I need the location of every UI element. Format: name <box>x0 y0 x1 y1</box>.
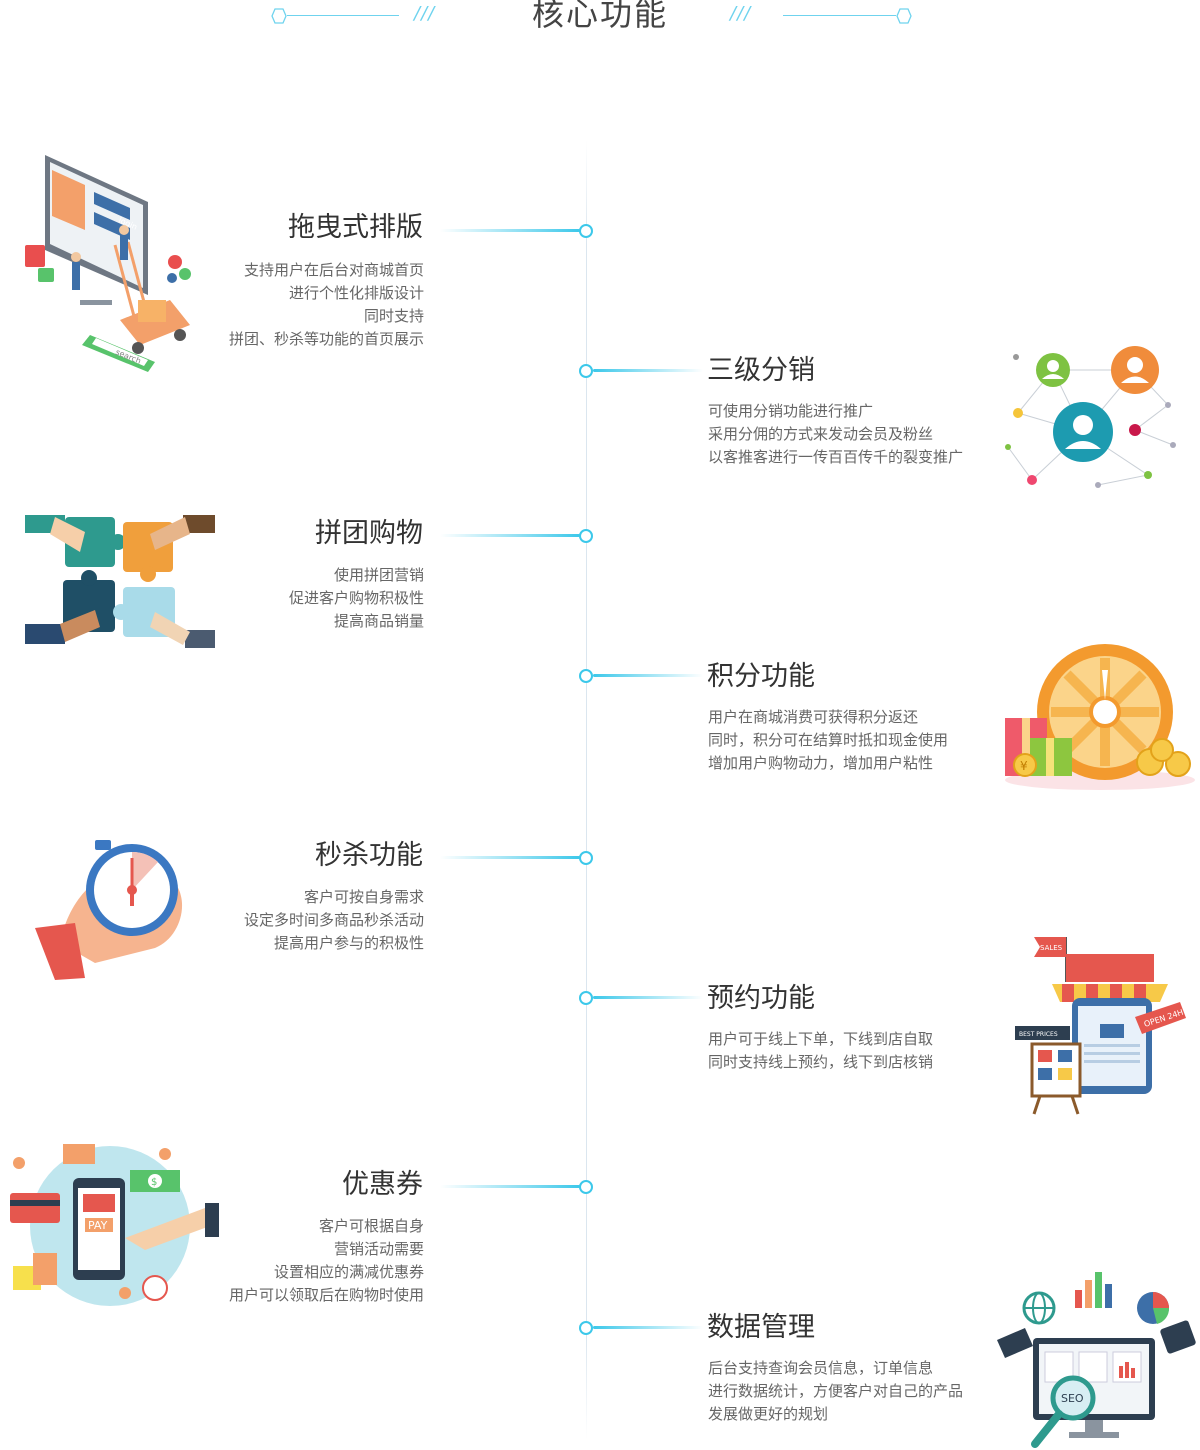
feature-title: 积分功能 <box>707 661 815 692</box>
data-dashboard-illustration: SEO <box>997 1272 1196 1448</box>
svg-text:¥: ¥ <box>1020 759 1028 773</box>
section-header: /// 核心功能 /// <box>0 0 1200 40</box>
section-title: 核心功能 <box>531 0 668 33</box>
timeline-axis <box>586 140 587 1440</box>
header-slashes-left: /// <box>414 3 436 24</box>
feature-title: 数据管理 <box>707 1312 815 1343</box>
timeline-connector <box>440 229 580 232</box>
timeline-connector <box>440 1185 580 1188</box>
feature-description: 客户可根据自身营销活动需要 设置相应的满减优惠券用户可以领取后在购物时使用 <box>228 1217 424 1304</box>
feature-title: 拼团购物 <box>315 518 423 549</box>
timeline-connector <box>440 534 580 537</box>
timeline-node <box>579 851 593 865</box>
feature-title: 拖曳式排版 <box>288 212 423 243</box>
puzzle-hands-illustration <box>25 515 215 648</box>
timeline-node <box>579 1180 593 1194</box>
timeline-connector <box>593 674 703 677</box>
feature-title: 三级分销 <box>707 355 815 386</box>
timeline-connector <box>440 856 580 859</box>
svg-text:SALES: SALES <box>1040 944 1063 952</box>
timeline-node <box>579 991 593 1005</box>
network-illustration <box>1005 346 1176 488</box>
mobile-pay-illustration: PAY $ <box>10 1144 219 1306</box>
timeline-node <box>579 669 593 683</box>
timeline-connector <box>593 996 703 999</box>
shop-illustration: SALES OPEN 24H BEST PRICES <box>1015 937 1186 1115</box>
timeline-connector <box>593 369 703 372</box>
header-line-right <box>783 15 896 16</box>
feature-description: 用户可于线上下单，下线到店自取同时支持线上预约，线下到店核销 <box>708 1030 934 1071</box>
timeline-node <box>579 224 593 238</box>
svg-text:PAY: PAY <box>88 1219 108 1232</box>
feature-description: 支持用户在后台对商城首页进行个性化排版设计 同时支持拼团、秒杀等功能的首页展示 <box>228 261 424 348</box>
header-line-left <box>287 15 399 16</box>
drag-layout-illustration: login search <box>25 155 191 372</box>
feature-description: 客户可按自身需求设定多时间多商品秒杀活动提高用户参与的积极性 <box>243 888 424 952</box>
timeline-node <box>579 529 593 543</box>
svg-text:BEST PRICES: BEST PRICES <box>1019 1031 1058 1038</box>
feature-description: 可使用分销功能进行推广采用分佣的方式来发动会员及粉丝以客推客进行一传百百传千的裂… <box>708 402 964 466</box>
timeline-node <box>579 364 593 378</box>
feature-title: 秒杀功能 <box>315 840 423 871</box>
feature-description: 用户在商城消费可获得积分返还同时，积分可在结算时抵扣现金使用增加用户购物动力，增… <box>708 708 949 772</box>
svg-text:SEO: SEO <box>1061 1392 1084 1405</box>
feature-title: 预约功能 <box>707 983 815 1014</box>
timeline-node <box>579 1321 593 1335</box>
hexagon-icon <box>896 8 912 24</box>
hexagon-icon <box>271 8 287 24</box>
stopwatch-hand-illustration <box>35 840 183 980</box>
feature-description: 使用拼团营销促进客户购物积极性提高商品销量 <box>288 566 424 630</box>
prize-wheel-illustration: ¥ <box>1005 644 1195 790</box>
feature-description: 后台支持查询会员信息，订单信息进行数据统计，方便客户对自己的产品发展做更好的规划 <box>708 1359 964 1423</box>
svg-text:$: $ <box>151 1177 157 1188</box>
header-slashes-right: /// <box>730 3 752 24</box>
timeline-connector <box>593 1326 703 1329</box>
feature-title: 优惠券 <box>342 1169 423 1200</box>
